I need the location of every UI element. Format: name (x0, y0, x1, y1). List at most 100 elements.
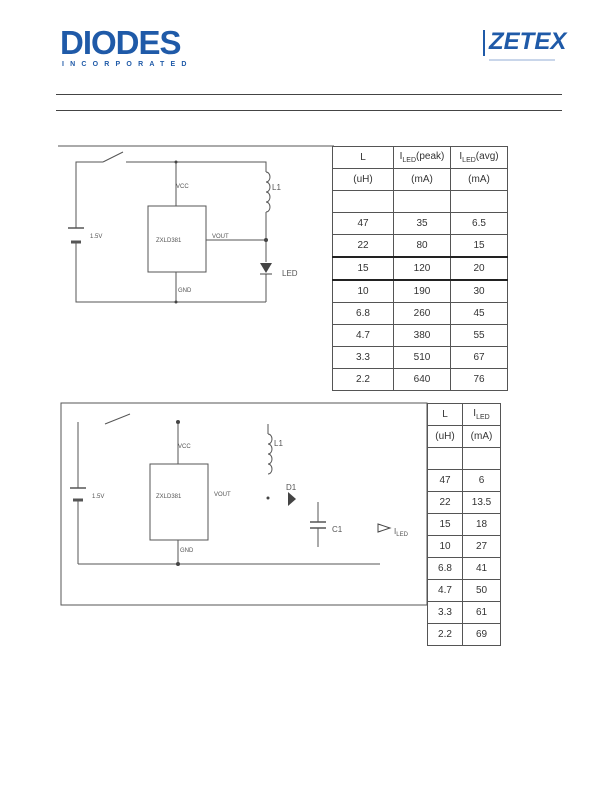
cell: 3.3 (332, 346, 394, 369)
cell: 120 (393, 256, 451, 281)
cell: 69 (462, 623, 501, 646)
cell: 80 (393, 234, 451, 258)
cell: 260 (393, 302, 451, 325)
fig2-led-label: ILED (394, 527, 409, 538)
cell: 2.2 (332, 368, 394, 391)
cell: 20 (450, 256, 508, 281)
zetex-logo-text: ZETEX (489, 28, 567, 55)
cell: 35 (393, 212, 451, 235)
cell: 2.2 (427, 623, 463, 646)
fig2-gnd-label: GND (180, 548, 194, 554)
header-rule-bottom (56, 110, 562, 111)
fig2-vcc-label: VCC (178, 444, 191, 450)
cell: 190 (393, 279, 451, 303)
cell: 41 (462, 557, 501, 580)
cell: 15 (427, 513, 463, 536)
cell: 30 (450, 279, 508, 303)
cell: 10 (427, 535, 463, 558)
table-header-row: L ILED(peak) ILED(avg) (332, 146, 508, 169)
header-cell: L (332, 146, 394, 169)
figure1-schematic: VCC ZXLD381 VOUT GND 1.5V L1 LED (58, 145, 334, 304)
figure2-schematic: VCC ZXLD381 VOUT GND 1.5V L1 D1 C1 ILED (60, 402, 428, 606)
fig1-vcc-label: VCC (176, 184, 189, 190)
cell: 22 (332, 234, 394, 258)
fig2-vout-label: VOUT (214, 492, 231, 498)
table-spacer-row (332, 190, 508, 213)
header-rule-top (56, 94, 562, 95)
figure1-table: L ILED(peak) ILED(avg) (uH) (mA) (mA) 47… (332, 146, 508, 391)
cell: 6.8 (427, 557, 463, 580)
cell: 47 (332, 212, 394, 235)
cell: 10 (332, 279, 394, 303)
fig1-led-label: LED (282, 269, 298, 278)
header-cell: L (427, 403, 463, 426)
cell: 6 (462, 469, 501, 492)
unit-cell: (mA) (393, 168, 451, 191)
cell: 6.5 (450, 212, 508, 235)
table-spacer-row (427, 447, 501, 470)
cell: 27 (462, 535, 501, 558)
cell: 3.3 (427, 601, 463, 624)
cell: 380 (393, 324, 451, 347)
fig1-ic-label: ZXLD381 (156, 238, 182, 244)
cell: 76 (450, 368, 508, 391)
fig1-inductor-label: L1 (272, 183, 281, 192)
fig2-diode-label: D1 (286, 483, 297, 492)
cell: 55 (450, 324, 508, 347)
table-units-row: (uH) (mA) (427, 425, 501, 448)
cell: 18 (462, 513, 501, 536)
cell: 22 (427, 491, 463, 514)
cell: 510 (393, 346, 451, 369)
header-cell: ILED(peak) (393, 146, 451, 169)
cell: 6.8 (332, 302, 394, 325)
zetex-logo: ZETEX (483, 26, 567, 66)
header-cell: ILED (462, 403, 501, 426)
unit-cell: (uH) (332, 168, 394, 191)
cell: 67 (450, 346, 508, 369)
table-units-row: (uH) (mA) (mA) (332, 168, 508, 191)
unit-cell: (mA) (462, 425, 501, 448)
fig1-battery-label: 1.5V (90, 234, 102, 240)
unit-cell: (mA) (450, 168, 508, 191)
diodes-logo-subtext: INCORPORATED (62, 61, 193, 68)
diodes-logo: DIODES INCORPORATED (60, 24, 220, 69)
fig2-battery-label: 1.5V (92, 494, 104, 500)
cell: 45 (450, 302, 508, 325)
table-header-row: L ILED (427, 403, 501, 426)
cell: 4.7 (332, 324, 394, 347)
header-cell: ILED(avg) (450, 146, 508, 169)
fig2-capacitor-label: C1 (332, 525, 343, 534)
unit-cell: (uH) (427, 425, 463, 448)
zetex-logo-tagline (489, 59, 555, 61)
cell: 4.7 (427, 579, 463, 602)
fig2-ic-label: ZXLD381 (156, 494, 182, 500)
zetex-logo-bar (483, 30, 485, 56)
diodes-logo-text: DIODES (60, 24, 182, 61)
fig2-inductor-label: L1 (274, 439, 283, 448)
cell: 15 (332, 256, 394, 281)
fig1-vout-label: VOUT (212, 234, 229, 240)
cell: 47 (427, 469, 463, 492)
cell: 15 (450, 234, 508, 258)
cell: 640 (393, 368, 451, 391)
cell: 61 (462, 601, 501, 624)
cell: 50 (462, 579, 501, 602)
cell: 13.5 (462, 491, 501, 514)
